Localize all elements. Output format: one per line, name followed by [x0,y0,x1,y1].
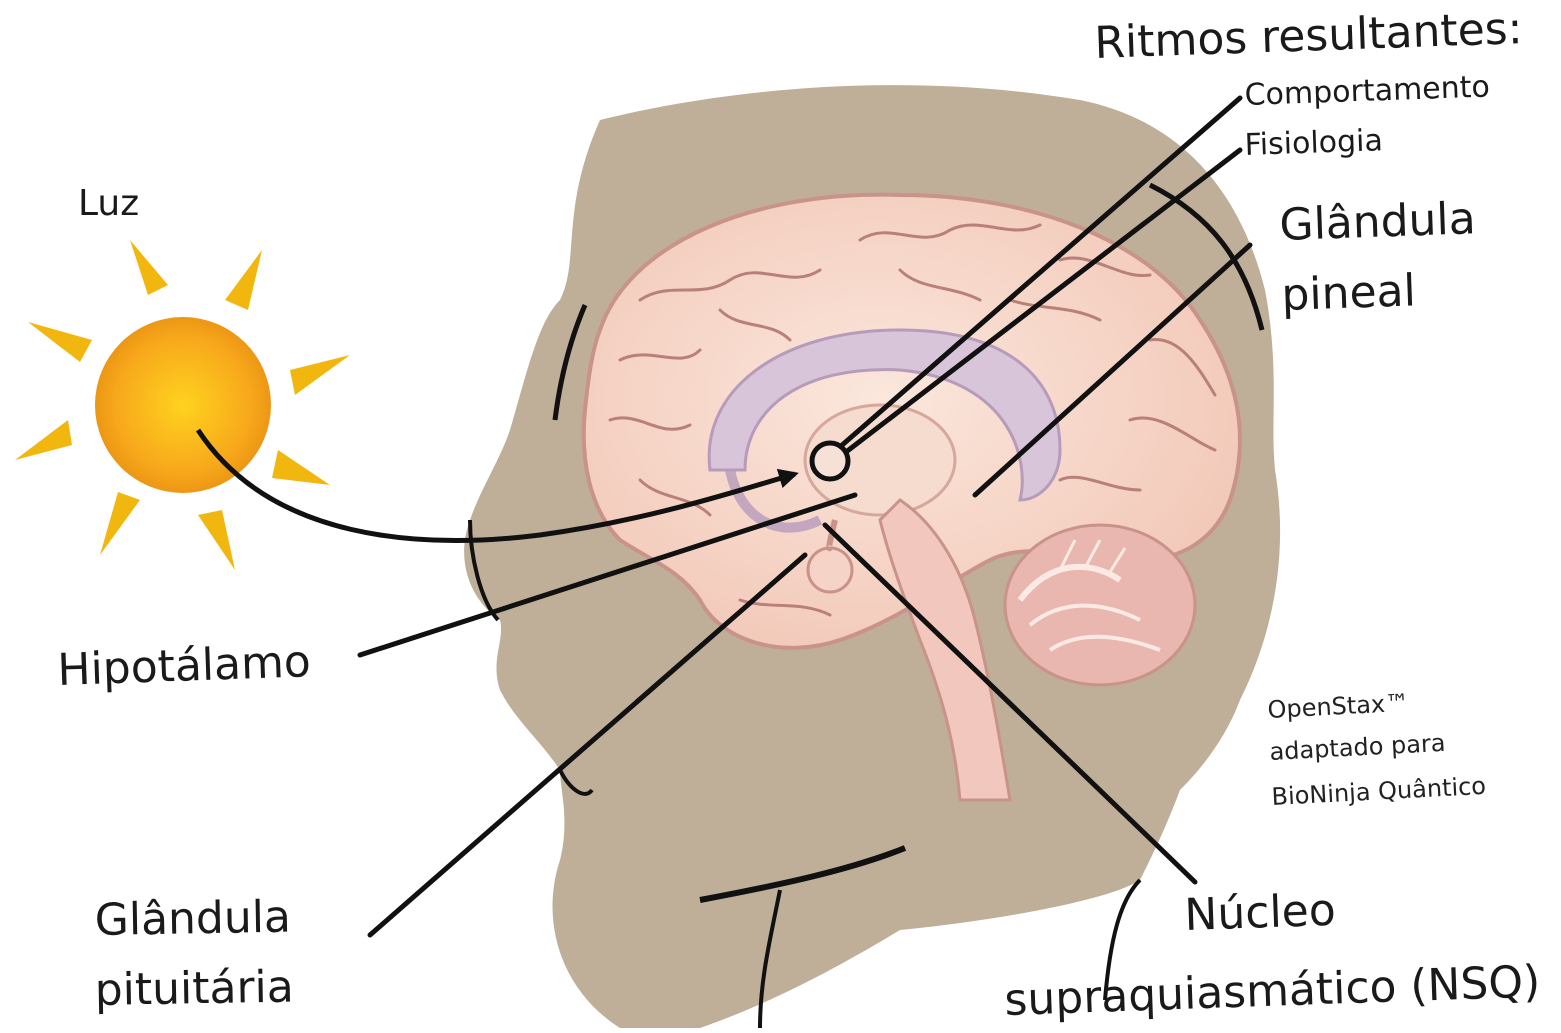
label-light: Luz [78,183,139,224]
sun-icon [15,240,350,570]
label-pituitary-line2: pituitária [94,962,294,1016]
credit-line3: BioNinja Quântico [1271,772,1487,811]
label-pituitary-line1: Glândula [94,892,291,946]
label-rhythms-title: Ritmos resultantes: [1094,3,1524,69]
label-rhythm-behavior: Comportamento [1244,69,1490,113]
credit-line2: adaptado para [1269,729,1446,766]
label-rhythm-physiology: Fisiologia [1244,123,1383,163]
cerebellum [1005,525,1195,685]
label-pineal-line1: Glândula [1279,193,1477,251]
label-pineal-line2: pineal [1281,265,1417,321]
label-scn-line1: Núcleo [1184,885,1337,941]
label-hypothalamus: Hipotálamo [57,636,312,696]
label-scn-line2: supraquiasmático (NSQ) [1004,956,1541,1026]
scn-marker-icon [812,443,848,479]
credit-line1: OpenStax™ [1267,689,1410,724]
